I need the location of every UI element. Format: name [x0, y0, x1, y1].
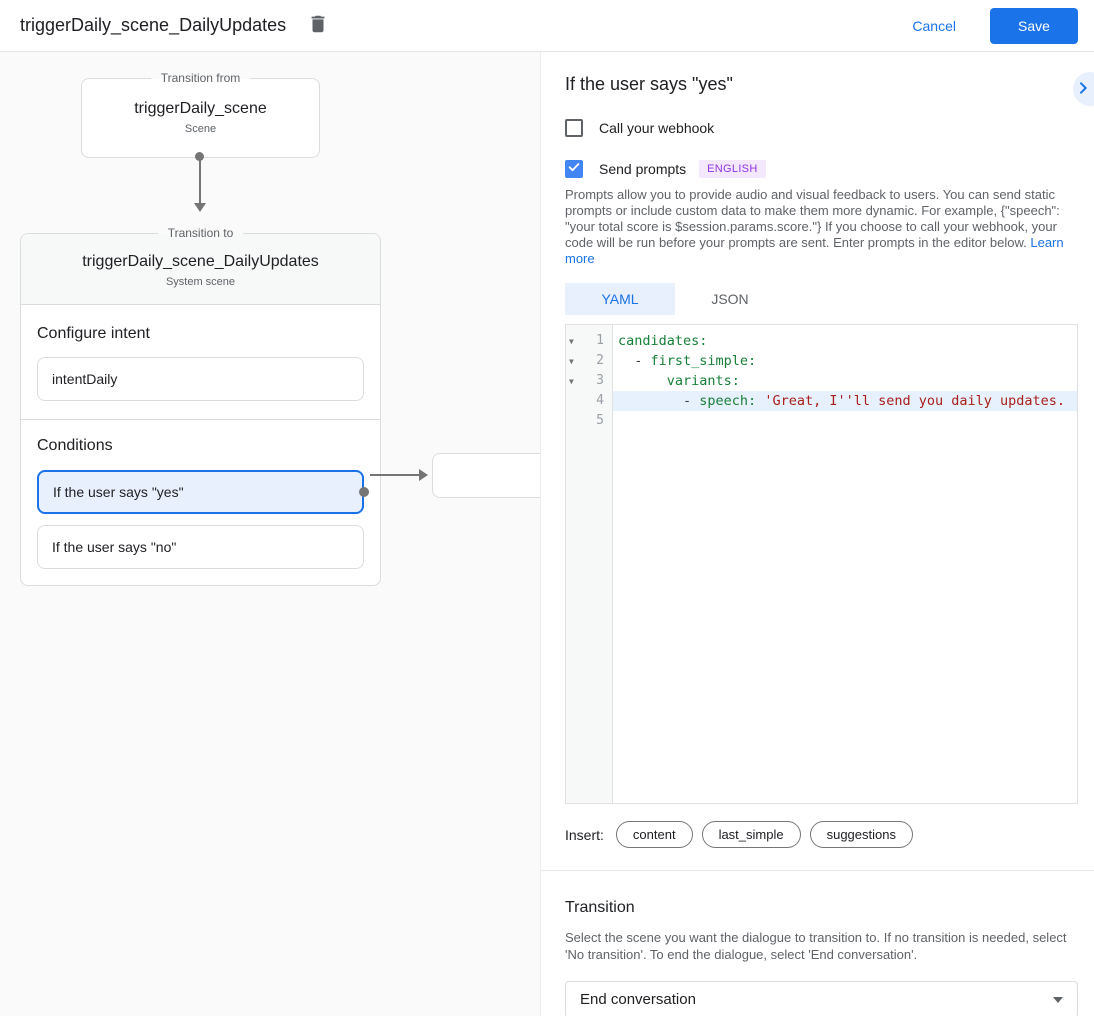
webhook-checkbox[interactable] [565, 119, 583, 137]
to-scene-name: triggerDaily_scene_DailyUpdates [82, 253, 319, 270]
delete-scene-button[interactable] [304, 12, 332, 40]
panel-title: If the user says "yes" [565, 74, 733, 94]
transition-heading: Transition [565, 899, 635, 916]
transition-select[interactable]: End conversation [565, 981, 1078, 1016]
fold-arrow-icon[interactable]: ▼ [569, 377, 574, 386]
tab-yaml[interactable]: YAML [565, 283, 675, 315]
tab-json[interactable]: JSON [711, 291, 749, 307]
dropdown-arrow-icon [1053, 996, 1063, 1003]
to-scene-type: System scene [165, 276, 236, 288]
condition-item-yes[interactable]: If the user says "yes" [37, 470, 369, 514]
send-prompts-checkbox[interactable] [565, 160, 583, 178]
editor-code[interactable]: candidates: - first_simple: variants: - … [613, 325, 1077, 803]
scene-card-header: triggerDaily_scene_DailyUpdates System s… [21, 234, 380, 305]
transition-to-legend: Transition to [157, 226, 244, 241]
transition-description: Select the scene you want the dialogue t… [565, 930, 1067, 962]
checkmark-icon [567, 160, 581, 179]
transition-from-legend: Transition from [150, 71, 251, 86]
insert-suggestions-button[interactable]: suggestions [809, 821, 913, 848]
prompt-code-editor[interactable]: ▼1▼2▼3 4 5 candidates: - first_simple: var… [565, 324, 1078, 804]
condition-yes-label: If the user says "yes" [53, 484, 184, 500]
collapse-panel-button[interactable] [1073, 72, 1094, 106]
chevron-right-icon [1075, 80, 1091, 99]
code-token-plain: - [618, 353, 651, 369]
connector-line-horizontal [370, 474, 420, 476]
prompts-description: Prompts allow you to provide audio and v… [565, 187, 1064, 266]
insert-content-button[interactable]: content [615, 821, 693, 848]
fold-arrow-icon[interactable]: ▼ [569, 337, 574, 346]
arrow-down-icon [194, 203, 206, 212]
code-token-plain [618, 373, 667, 389]
trash-icon [307, 13, 329, 38]
code-token-key: first_simple: [650, 353, 757, 369]
webhook-checkbox-label: Call your webhook [599, 120, 715, 136]
save-button[interactable]: Save [990, 7, 1078, 44]
transition-to-card: Transition to triggerDaily_scene_DailyUp… [20, 226, 381, 586]
code-line[interactable]: - speech: 'Great, I''ll send you daily u… [613, 391, 1077, 411]
gutter-line-number: 4 [596, 393, 604, 408]
gutter-line-number: 5 [596, 413, 604, 428]
language-badge: ENGLISH [699, 160, 766, 178]
transition-from-node[interactable]: Transition from triggerDaily_scene Scene [81, 71, 320, 158]
code-token-key: candidates: [618, 333, 708, 349]
conditions-heading: Conditions [37, 437, 113, 454]
transition-target-node[interactable] [432, 453, 540, 498]
code-line[interactable]: candidates: [613, 331, 1077, 351]
code-line[interactable]: variants: [613, 371, 1077, 391]
scene-flow-canvas: Transition from triggerDaily_scene Scene… [0, 52, 541, 1016]
from-scene-name: triggerDaily_scene [134, 100, 267, 117]
code-token-key: variants: [666, 373, 740, 389]
code-line[interactable] [613, 411, 1077, 431]
condition-exit-dot [359, 487, 369, 497]
arrow-right-icon [419, 469, 428, 481]
code-token-plain: - [618, 393, 700, 409]
gutter-line-number: ▼1 [566, 331, 612, 351]
from-scene-type: Scene [184, 123, 217, 135]
code-token-key: speech: [699, 393, 757, 409]
intent-item[interactable]: intentDaily [37, 357, 364, 401]
cancel-button[interactable]: Cancel [912, 17, 956, 34]
condition-detail-panel: If the user says "yes" Call your webhook… [541, 52, 1094, 1016]
gutter-line-number: ▼2 [566, 351, 612, 371]
condition-item-no[interactable]: If the user says "no" [37, 525, 364, 569]
transition-select-value: End conversation [580, 991, 696, 1008]
editor-format-tabs: YAML JSON [565, 283, 1078, 315]
fold-arrow-icon[interactable]: ▼ [569, 357, 574, 366]
condition-no-label: If the user says "no" [52, 539, 177, 555]
section-divider [541, 870, 1094, 871]
send-prompts-label: Send prompts [599, 161, 687, 177]
insert-label: Insert: [565, 826, 604, 843]
gutter-line-number: ▼3 [566, 371, 612, 391]
intent-name: intentDaily [52, 371, 118, 387]
editor-gutter: ▼1▼2▼3 4 5 [566, 325, 613, 803]
card-divider [21, 419, 380, 420]
code-token-string: 'Great, I''ll send you daily updates. [764, 393, 1066, 409]
topbar: triggerDaily_scene_DailyUpdates Cancel S… [0, 0, 1094, 52]
learn-more-link[interactable]: Learn more [565, 235, 1064, 266]
connector-line-vertical [199, 156, 201, 203]
page-title: triggerDaily_scene_DailyUpdates [20, 15, 287, 35]
insert-toolbar: Insert: content last_simple suggestions [565, 821, 1078, 848]
insert-last-simple-button[interactable]: last_simple [701, 821, 801, 848]
configure-intent-heading: Configure intent [37, 325, 150, 342]
code-line[interactable]: - first_simple: [613, 351, 1077, 371]
